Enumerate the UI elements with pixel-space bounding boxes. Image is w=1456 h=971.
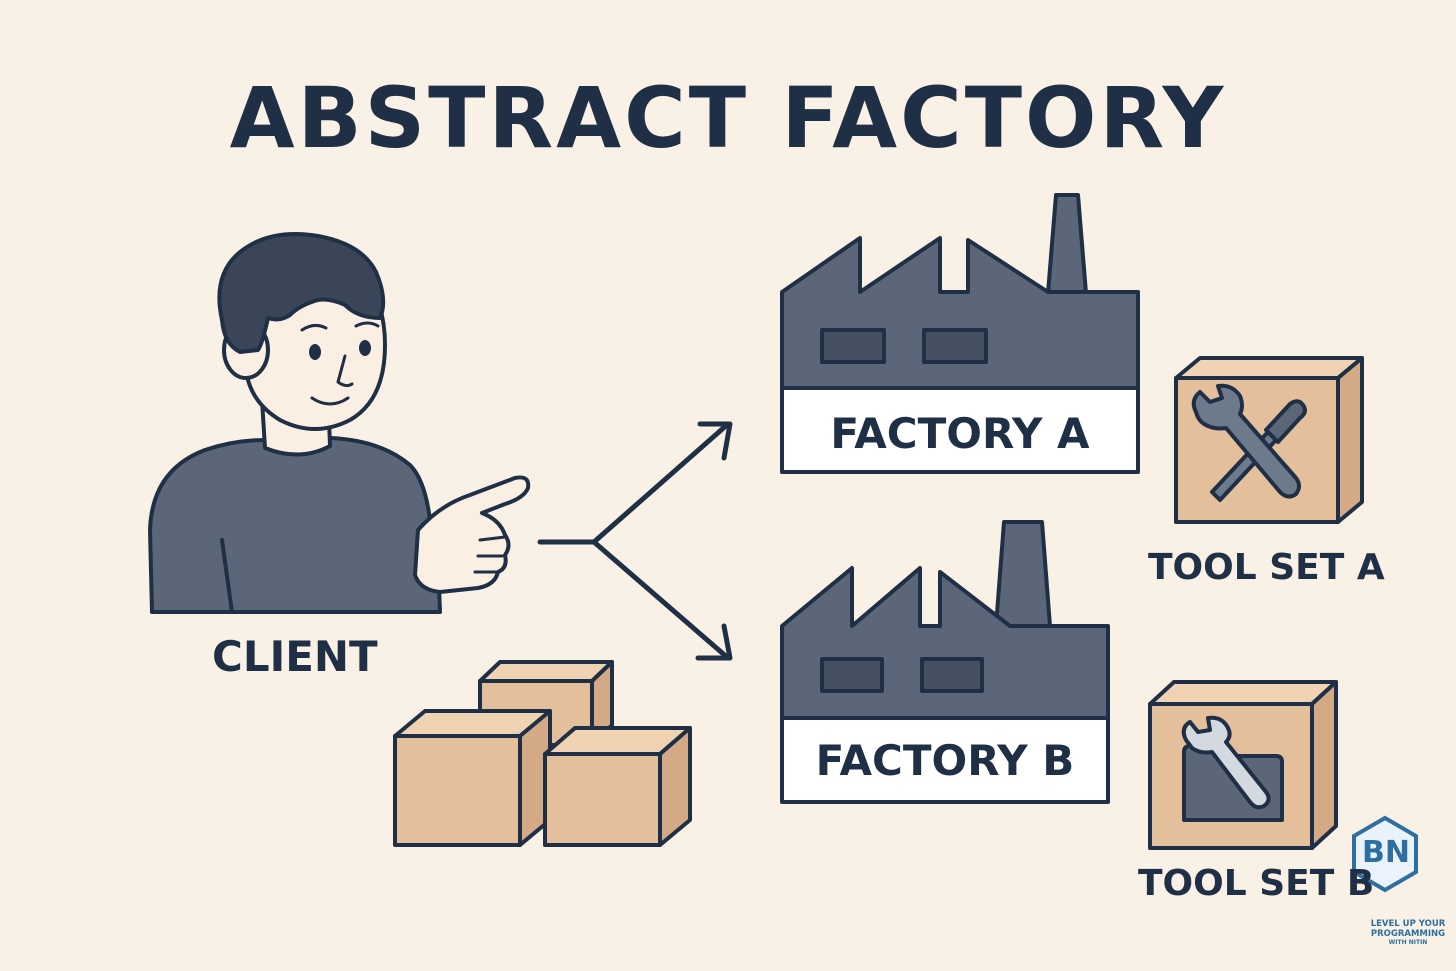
arrow-head-b (695, 623, 733, 661)
box-top-side (590, 660, 614, 747)
client-shirt-arm-line (220, 538, 234, 614)
arrow-to-factory-b (591, 539, 731, 661)
logo-caption-line1: LEVEL UP YOUR (1370, 919, 1446, 929)
factory-b (780, 520, 1110, 804)
factory-a-window-2 (922, 328, 988, 364)
page-title: ABSTRACT FACTORY (229, 69, 1227, 167)
toolset-a-side (1336, 356, 1364, 524)
client-pointing-hand (413, 475, 531, 594)
folder-wrench (1181, 715, 1271, 810)
factory-b-window-2 (920, 657, 984, 693)
factory-b-label: FACTORY B (815, 736, 1075, 785)
factory-a (780, 193, 1140, 474)
client-finger-lines (473, 535, 507, 574)
logo-caption-line3: WITH NITIN (1388, 938, 1428, 946)
client-eye-right (359, 340, 371, 356)
client-figure (148, 232, 531, 614)
toolset-b-lid (1148, 680, 1338, 706)
toolset-a-lid (1174, 356, 1364, 380)
factory-b-window-1 (820, 657, 884, 693)
box-left-front (393, 734, 522, 847)
wrench-folder-icon (1181, 715, 1284, 822)
client-hair (217, 232, 386, 354)
client-label: CLIENT (212, 632, 378, 681)
factory-a-chimney (1046, 193, 1088, 295)
toolset-a-label: TOOL SET A (1148, 547, 1385, 588)
screwdriver-handle (1264, 399, 1307, 444)
toolset-b-label: TOOL SET B (1138, 863, 1375, 904)
logo-initials: BN (1362, 835, 1410, 870)
factory-a-sign (780, 386, 1140, 474)
brand-logo (1352, 815, 1418, 893)
toolset-b-side (1310, 680, 1338, 850)
client-smile (310, 396, 350, 406)
client-nose (336, 354, 354, 388)
client-brow-left (300, 323, 328, 332)
logo-caption-line2: PROGRAMMING (1370, 928, 1446, 939)
box-right-side (658, 726, 692, 847)
factory-a-label: FACTORY A (830, 409, 1090, 458)
factory-a-window-1 (820, 328, 886, 364)
product-boxes (393, 660, 692, 847)
factory-b-chimney (994, 520, 1052, 628)
client-eye-left (309, 344, 321, 360)
logo-hexagon (1352, 815, 1418, 893)
arrow-to-factory-a (591, 421, 731, 545)
wrench-screwdriver-icon (1191, 383, 1307, 502)
logo-caption: LEVEL UP YOUR PROGRAMMING WITH NITIN (1362, 919, 1454, 946)
client-shirt (148, 436, 442, 614)
client-brow-right (354, 321, 380, 328)
wrench-body (1191, 383, 1301, 499)
arrow-head-a (697, 421, 733, 461)
box-right-front (543, 752, 662, 847)
factory-b-building (780, 566, 1110, 720)
factory-b-sign (780, 716, 1110, 804)
branch-arrow (537, 421, 733, 661)
